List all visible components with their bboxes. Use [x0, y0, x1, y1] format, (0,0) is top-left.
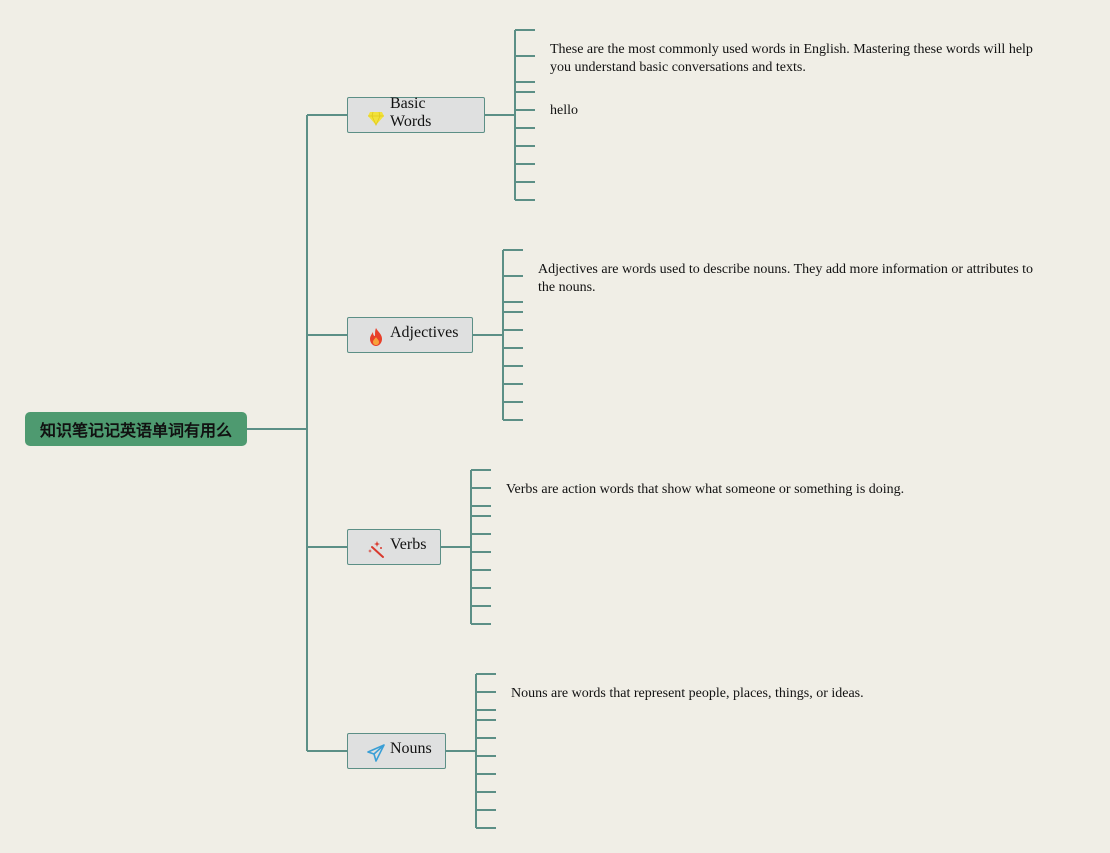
diamond-icon	[366, 107, 386, 127]
note-nouns-description: Nouns are words that represent people, p…	[511, 686, 864, 701]
branch-adjectives-label: Adjectives	[390, 324, 459, 341]
branch-basic-words[interactable]: Basic Words	[347, 95, 485, 133]
fire-icon	[366, 327, 386, 347]
branch-verbs-label: Verbs	[390, 536, 427, 553]
note-basic-words-description: These are the most commonly used words i…	[550, 42, 1033, 75]
bracket-verbs	[441, 469, 491, 625]
note-basic-words-hello: hello	[550, 103, 578, 118]
branch-nouns[interactable]: Nouns	[347, 733, 446, 769]
note-verbs-description: Verbs are action words that show what so…	[506, 482, 905, 497]
bracket-basic-words	[485, 29, 535, 201]
note-adjectives-description: Adjectives are words used to describe no…	[538, 262, 1034, 295]
magic-wand-icon	[366, 539, 386, 559]
branch-adjectives[interactable]: Adjectives	[347, 317, 473, 353]
root-topic-label: 知识笔记记英语单词有用么	[39, 421, 232, 440]
branch-verbs[interactable]: Verbs	[347, 529, 441, 565]
branch-basic-words-label: Basic Words	[390, 95, 432, 130]
bracket-nouns	[446, 673, 496, 829]
paper-plane-icon	[366, 743, 386, 763]
branch-nouns-label: Nouns	[390, 740, 432, 757]
root-topic[interactable]: 知识笔记记英语单词有用么	[25, 412, 247, 446]
bracket-adjectives	[473, 249, 523, 421]
